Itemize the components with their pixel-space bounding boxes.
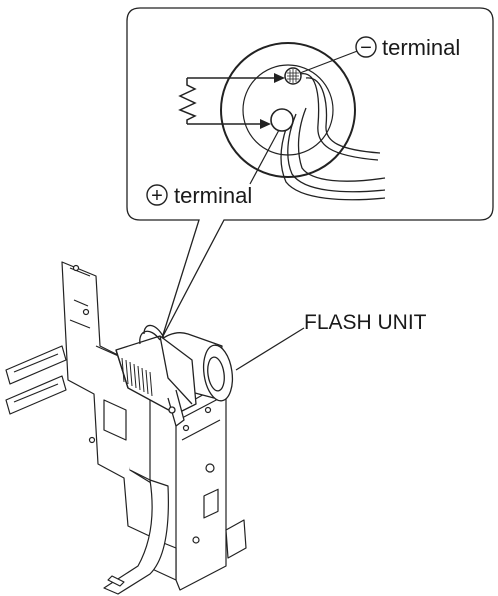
plus-terminal-text: terminal <box>174 183 252 208</box>
negative-terminal-post <box>285 68 301 84</box>
minus-terminal-text: terminal <box>382 35 460 60</box>
minus-sign: − <box>360 37 372 59</box>
minus-terminal-label: − terminal <box>356 35 460 60</box>
camera-chassis <box>6 262 246 594</box>
flash-unit-label: FLASH UNIT <box>304 311 427 334</box>
plus-terminal-label: + terminal <box>147 183 252 208</box>
positive-terminal-post <box>271 109 293 131</box>
flash-unit-leader-line <box>236 328 304 370</box>
plus-sign: + <box>151 185 163 207</box>
